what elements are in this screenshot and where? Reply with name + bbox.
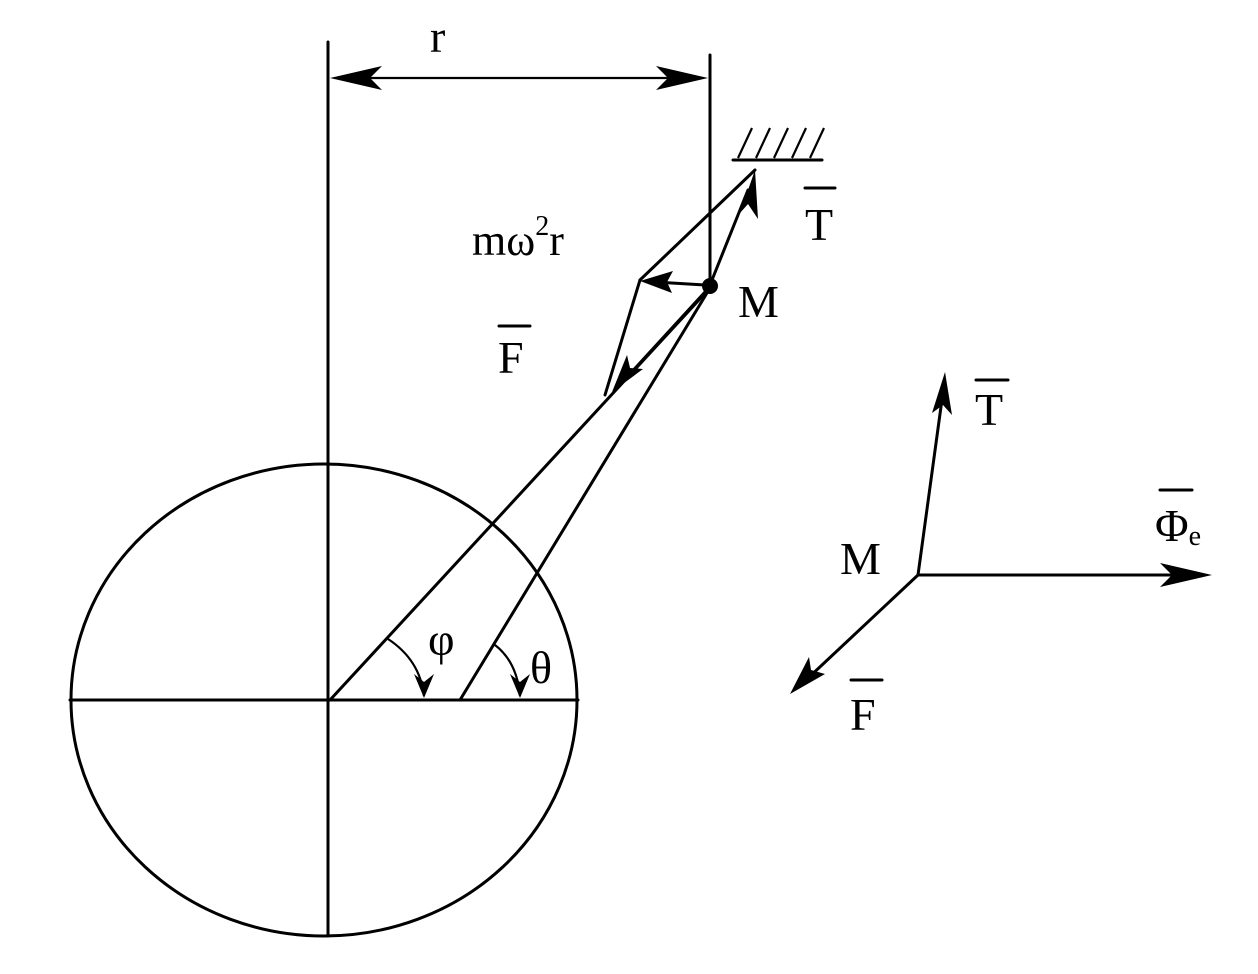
parallelogram-left-side <box>603 278 642 397</box>
side-tension-vector <box>916 390 945 577</box>
side-force-label: F <box>850 689 876 740</box>
theta-arc-arrowhead <box>510 674 530 698</box>
gravity-arrowhead <box>612 355 643 392</box>
force-label: F <box>498 332 524 383</box>
hatch-mark <box>773 127 789 159</box>
tension-vector <box>708 188 750 287</box>
phi-arc <box>387 638 426 697</box>
hatch-mark <box>755 127 771 159</box>
tension-arrowhead <box>740 170 758 219</box>
phi-angle-label: φ <box>428 614 455 665</box>
hatch-mark <box>791 127 807 159</box>
phi-e-base: Φ <box>1155 500 1189 551</box>
radius-line-theta <box>458 286 712 702</box>
side-point-m-label: M <box>840 533 881 584</box>
side-phi-e-arrowhead <box>1160 563 1212 587</box>
centrifugal-arrowhead <box>640 271 673 293</box>
side-gravity-vector <box>804 573 920 682</box>
radius-arrow-right <box>656 66 708 90</box>
gravity-vector <box>626 290 707 378</box>
hatch-mark <box>809 127 825 159</box>
radius-arrow-left <box>330 66 382 90</box>
phi-e-label: Φe <box>1155 500 1201 552</box>
centrifugal-force-tail: r <box>549 216 564 265</box>
theta-angle-label: θ <box>530 642 552 693</box>
side-gravity-arrowhead <box>790 657 825 694</box>
side-tension-arrowhead <box>932 372 952 415</box>
centrifugal-force-exponent: 2 <box>535 211 549 242</box>
point-m-label: M <box>738 276 779 327</box>
point-m-dot <box>702 278 718 294</box>
parallelogram-top-side <box>638 168 757 282</box>
side-tension-label: T <box>975 384 1003 435</box>
phi-arc-arrowhead <box>414 674 434 698</box>
hatch-mark <box>737 127 753 159</box>
phi-e-subscript: e <box>1189 521 1201 552</box>
centrifugal-force-base: mω <box>472 216 535 265</box>
radius-label: r <box>430 11 445 62</box>
tension-label: T <box>805 199 833 250</box>
centrifugal-force-label: mω2r <box>472 211 564 265</box>
